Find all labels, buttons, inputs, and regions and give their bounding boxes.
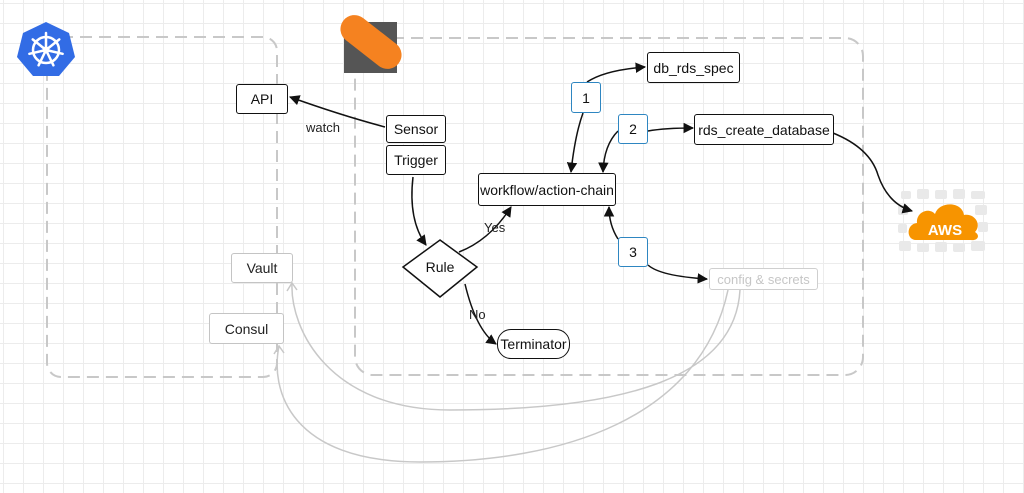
config-secrets-node[interactable]: config & secrets	[709, 268, 818, 290]
kubernetes-container	[46, 36, 278, 378]
step1-to-workflow-connector	[566, 112, 584, 174]
step2-to-workflow-connector	[598, 130, 619, 174]
sensor-node[interactable]: Sensor	[386, 115, 446, 143]
rule-label: Rule	[425, 259, 455, 275]
rule-yes-connector	[458, 206, 512, 253]
aws-cloud-icon	[898, 189, 988, 252]
stackstorm-container	[354, 37, 864, 376]
step-badge-2[interactable]: 2	[618, 114, 648, 144]
kubernetes-logo-icon	[17, 22, 75, 76]
no-label: No	[469, 307, 486, 322]
sensor-to-api-connector	[289, 95, 386, 128]
db-rds-spec-node[interactable]: db_rds_spec	[647, 52, 740, 83]
rds-create-to-aws-connector	[832, 132, 914, 214]
config-to-consul-connector	[276, 289, 729, 463]
terminator-node[interactable]: Terminator	[497, 329, 570, 359]
workflow-node[interactable]: workflow/action-chain	[478, 173, 616, 206]
step1-to-db-rds-spec-connector	[586, 62, 647, 83]
step3-to-workflow-connector	[603, 205, 619, 240]
trigger-to-rule-connector	[411, 176, 427, 246]
step-badge-3[interactable]: 3	[618, 237, 648, 267]
trigger-node[interactable]: Trigger	[386, 145, 446, 175]
consul-arrowhead	[273, 344, 285, 355]
step2-to-rds-create-connector	[647, 122, 695, 134]
step3-to-config-connector	[647, 264, 709, 284]
rule-diamond[interactable]	[401, 239, 479, 298]
aws-label: AWS	[928, 222, 962, 239]
watch-label: watch	[306, 120, 340, 135]
api-node[interactable]: API	[236, 84, 288, 114]
yes-label: Yes	[484, 220, 506, 235]
stackstorm-logo-icon	[340, 15, 402, 73]
vault-node[interactable]: Vault	[231, 253, 293, 283]
config-to-vault-connector	[291, 282, 741, 411]
step-badge-1[interactable]: 1	[571, 82, 601, 113]
consul-node[interactable]: Consul	[209, 313, 284, 344]
rds-create-database-node[interactable]: rds_create_database	[694, 114, 834, 145]
rule-no-connector	[464, 283, 497, 345]
vault-arrowhead	[286, 281, 298, 292]
